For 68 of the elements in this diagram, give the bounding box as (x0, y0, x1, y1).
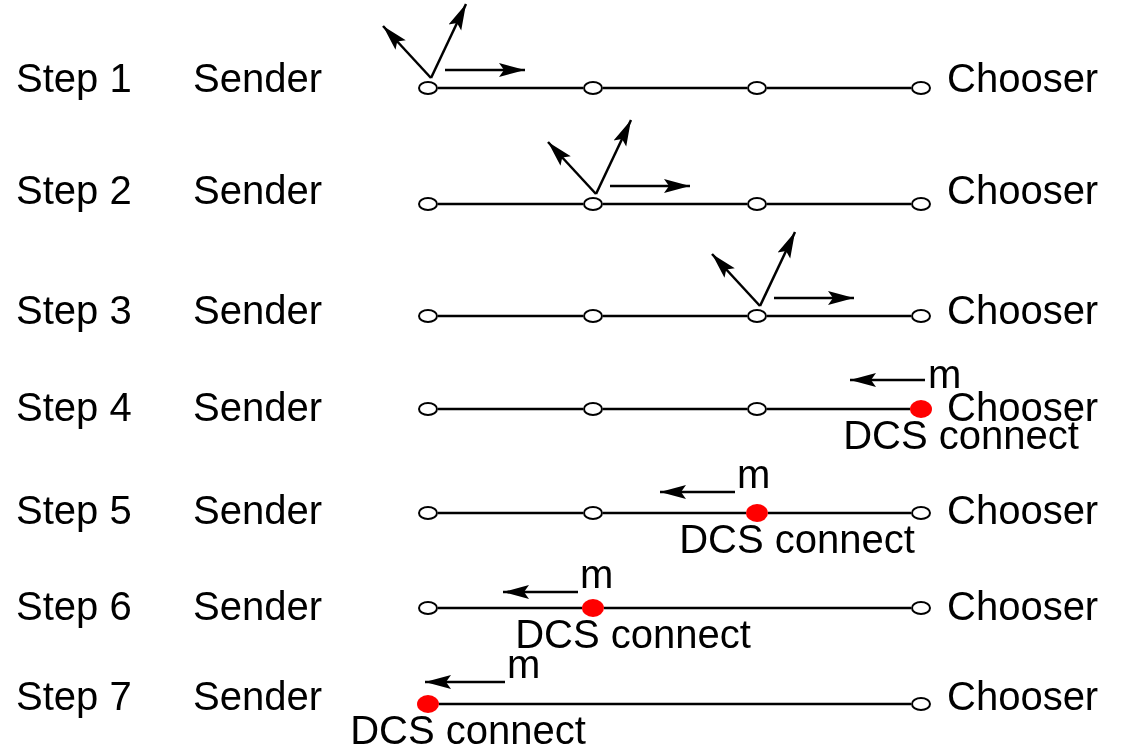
connection-label: DCS connect (350, 710, 586, 750)
connecting-line (603, 86, 747, 90)
sender-label: Sender (193, 58, 322, 98)
junction-circle (911, 697, 931, 711)
chooser-label: Chooser (947, 170, 1099, 210)
connecting-line (438, 407, 583, 411)
connecting-line (603, 202, 747, 206)
connecting-line (603, 407, 747, 411)
step-label: Step 4 (16, 387, 132, 427)
connection-dot (746, 504, 768, 522)
step-label: Step 2 (16, 170, 132, 210)
junction-circle (911, 309, 931, 323)
connecting-line (768, 511, 911, 515)
connection-dot (582, 599, 604, 617)
step-label: Step 1 (16, 58, 132, 98)
junction-circle (911, 197, 931, 211)
junction-circle (583, 506, 603, 520)
connecting-line (603, 314, 747, 318)
connecting-line (439, 702, 911, 706)
junction-circle (583, 81, 603, 95)
chooser-label: Chooser (947, 290, 1099, 330)
connection-label: DCS connect (679, 519, 915, 559)
chooser-label: Chooser (947, 676, 1099, 716)
connecting-line (438, 606, 582, 610)
step-label: Step 7 (16, 676, 132, 716)
connecting-line (438, 86, 583, 90)
connecting-line (438, 314, 583, 318)
chooser-label: Chooser (947, 586, 1099, 626)
message-label: m (928, 354, 962, 394)
junction-circle (747, 197, 767, 211)
sender-label: Sender (193, 170, 322, 210)
junction-circle (911, 81, 931, 95)
connecting-line (438, 202, 583, 206)
step-label: Step 6 (16, 586, 132, 626)
junction-circle (418, 506, 438, 520)
junction-circle (911, 506, 931, 520)
junction-circle (583, 309, 603, 323)
junction-circle (583, 402, 603, 416)
junction-circle (418, 309, 438, 323)
connecting-line (603, 511, 746, 515)
junction-circle (747, 81, 767, 95)
connecting-line (604, 606, 911, 610)
sender-label: Sender (193, 290, 322, 330)
junction-circle (747, 402, 767, 416)
junction-circle (418, 81, 438, 95)
connecting-line (767, 407, 910, 411)
junction-circle (418, 197, 438, 211)
step-label: Step 3 (16, 290, 132, 330)
chooser-label: Chooser (947, 490, 1099, 530)
sender-label: Sender (193, 676, 322, 716)
sender-label: Sender (193, 490, 322, 530)
connecting-line (767, 202, 911, 206)
message-label: m (580, 554, 614, 594)
junction-circle (418, 601, 438, 615)
connecting-line (767, 86, 911, 90)
junction-circle (911, 601, 931, 615)
chooser-label: Chooser (947, 58, 1099, 98)
junction-circle (418, 402, 438, 416)
connection-dot (910, 400, 932, 418)
step-label: Step 5 (16, 490, 132, 530)
sender-label: Sender (193, 387, 322, 427)
connection-dot (417, 695, 439, 713)
junction-circle (747, 309, 767, 323)
connecting-line (438, 511, 583, 515)
connecting-line (767, 314, 911, 318)
sender-label: Sender (193, 586, 322, 626)
junction-circle (583, 197, 603, 211)
message-label: m (737, 454, 771, 494)
